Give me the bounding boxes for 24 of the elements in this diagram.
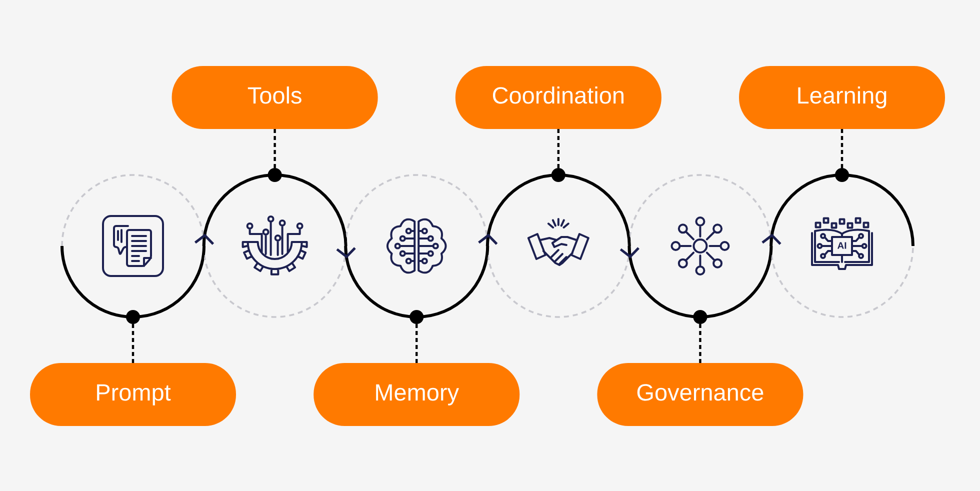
step-circle — [770, 174, 914, 318]
leader-line — [268, 129, 282, 182]
chip-label: AI — [838, 242, 846, 249]
leader-line — [693, 310, 708, 363]
label-pill: Learning — [739, 66, 945, 129]
step-circle — [344, 174, 490, 318]
arrow — [194, 234, 214, 258]
step-circle — [60, 174, 206, 318]
arrow — [620, 234, 640, 258]
label-pill: Prompt — [30, 363, 236, 426]
leader-line — [835, 129, 849, 182]
leader-line — [551, 129, 566, 182]
arrow — [336, 234, 356, 258]
label-pill: Memory — [314, 363, 520, 426]
step-circle — [628, 174, 773, 318]
leader-line — [126, 310, 140, 363]
label-pill: Coordination — [455, 66, 662, 129]
arrow — [478, 234, 498, 258]
step-circle — [486, 174, 631, 318]
step-circle — [202, 174, 348, 318]
label-pill: Governance — [597, 363, 804, 426]
label-pill: Tools — [172, 66, 378, 129]
leader-line — [410, 310, 424, 363]
arrow — [762, 234, 782, 258]
